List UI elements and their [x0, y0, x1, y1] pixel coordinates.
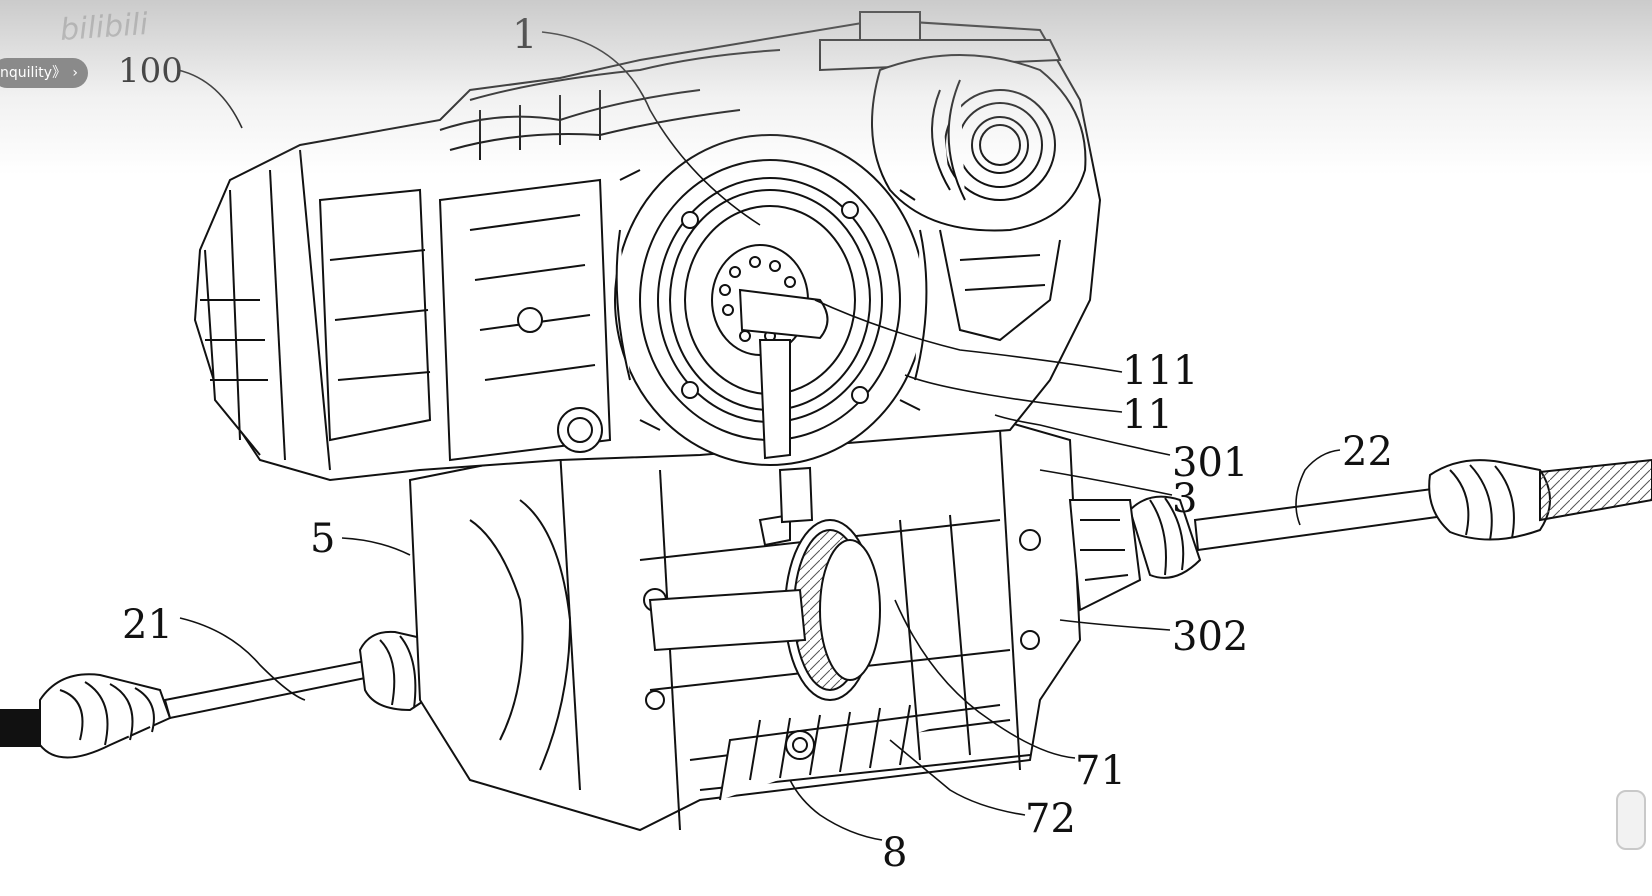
- label-3: 3: [1172, 476, 1197, 522]
- chevron-right-icon: ›: [72, 65, 78, 81]
- label-72: 72: [1025, 796, 1076, 842]
- label-301: 301: [1172, 440, 1248, 486]
- label-100: 100: [118, 51, 183, 91]
- flywheel: [614, 134, 928, 466]
- right-half-shaft: [1128, 458, 1652, 579]
- label-1: 1: [512, 12, 537, 58]
- label-11: 11: [1122, 392, 1173, 438]
- label-22: 22: [1342, 429, 1393, 475]
- label-71: 71: [1075, 748, 1126, 794]
- label-8: 8: [882, 830, 907, 876]
- label-21: 21: [122, 602, 173, 648]
- left-half-shaft: [0, 630, 442, 759]
- corner-control-button[interactable]: [1616, 790, 1646, 850]
- label-5: 5: [310, 516, 335, 562]
- video-chapter-pill[interactable]: nquility》 ›: [0, 58, 88, 88]
- label-302: 302: [1172, 614, 1248, 660]
- video-chapter-label: nquility》: [0, 65, 67, 81]
- differential: [648, 466, 881, 701]
- watermark: bilibili: [58, 6, 150, 49]
- label-111: 111: [1122, 348, 1198, 394]
